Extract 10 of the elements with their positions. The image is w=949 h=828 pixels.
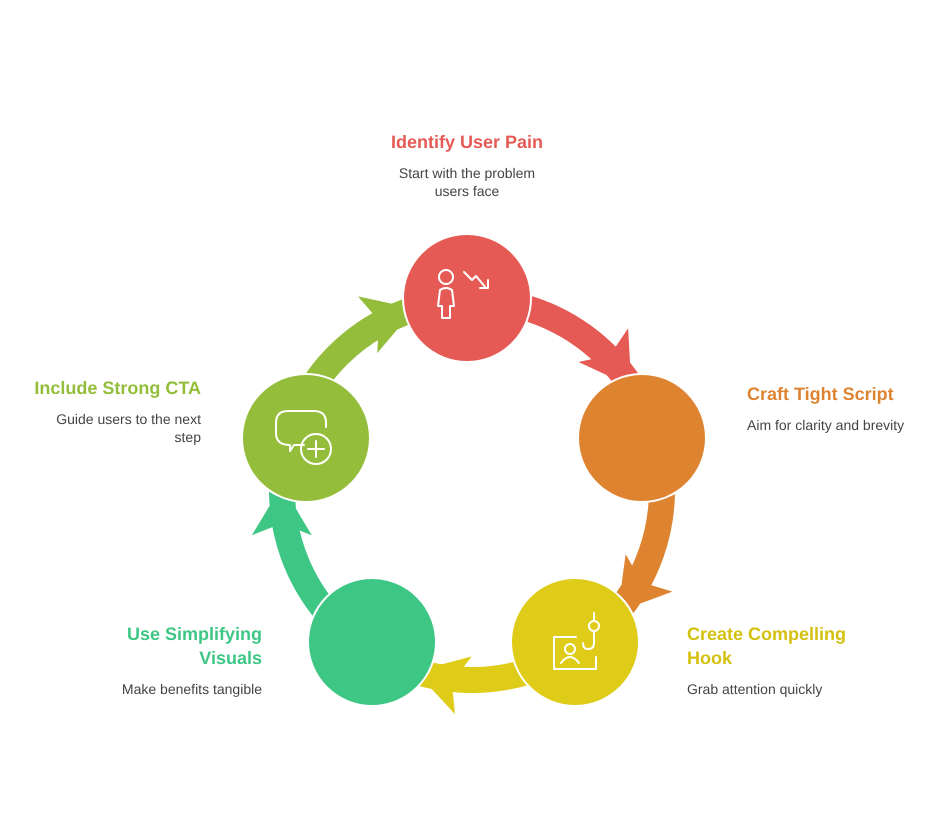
- step-title: Include Strong CTA: [33, 377, 201, 400]
- step-description: Make benefits tangible: [120, 680, 262, 698]
- step-description: Grab attention quickly: [687, 680, 824, 698]
- step-description: Aim for clarity and brevity: [747, 416, 906, 434]
- step-description: Start with the problem users face: [398, 164, 536, 200]
- step-description: Guide users to the next step: [55, 410, 201, 446]
- step-title: Create Compelling Hook: [687, 623, 848, 670]
- step-title: Identify User Pain: [390, 131, 544, 154]
- step-title: Use Simplifying Visuals: [126, 623, 262, 670]
- step-title: Craft Tight Script: [747, 383, 895, 406]
